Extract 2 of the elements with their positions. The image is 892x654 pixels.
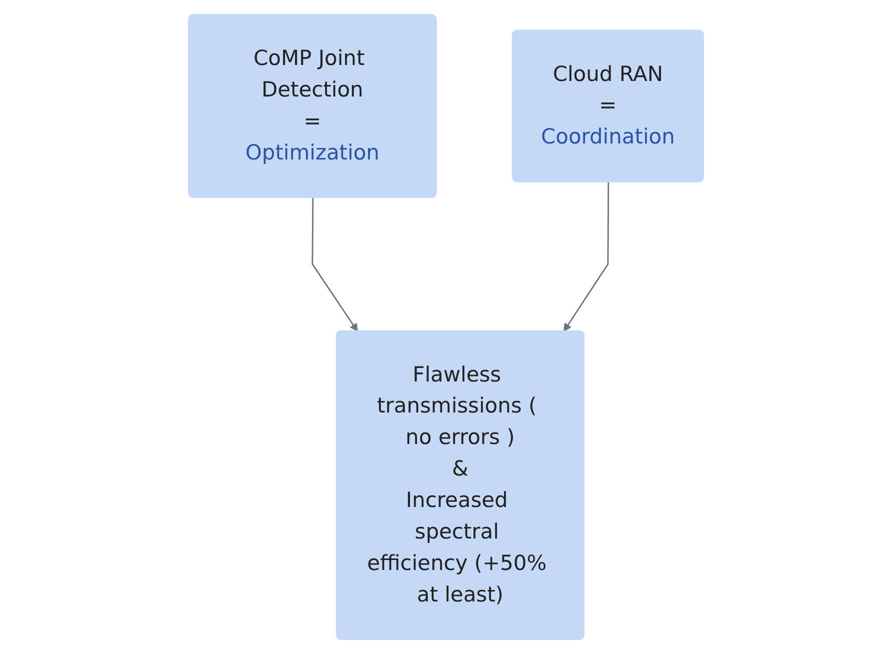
arrow <box>563 182 610 332</box>
arrow <box>312 198 358 332</box>
